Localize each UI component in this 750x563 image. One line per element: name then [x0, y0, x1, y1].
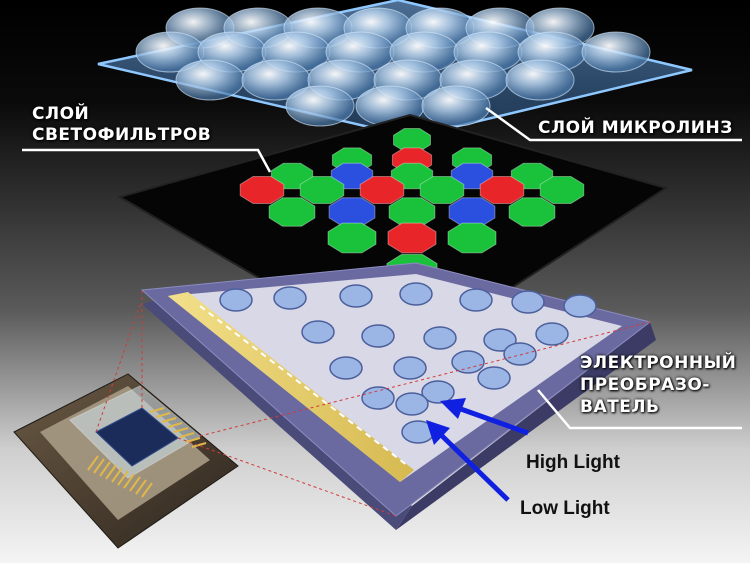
chip-pin — [179, 432, 195, 438]
microlens-layer-label: СЛОЙ МИКРОЛИНЗ — [538, 118, 733, 138]
color-filter-red — [479, 176, 525, 204]
photodiode — [301, 320, 335, 344]
color-filter-green — [388, 197, 436, 227]
chip-pin — [129, 476, 141, 492]
chip-pin — [117, 470, 129, 486]
microlens-array — [135, 7, 651, 127]
microlens — [421, 85, 491, 127]
leader-filter — [22, 148, 272, 173]
label-line: СЛОЙ — [32, 104, 90, 124]
photodiode — [421, 380, 455, 404]
chip-pin — [191, 442, 207, 448]
color-filter-blue — [328, 197, 376, 227]
low-light-arrow — [436, 430, 510, 502]
color-filter-green — [419, 176, 465, 204]
photodiode — [361, 386, 395, 410]
microlens — [175, 59, 245, 101]
converter-label: ЭЛЕКТРОННЫЙ ПРЕОБРАЗО- ВАТЕЛЬ — [580, 352, 736, 418]
color-filter-blue — [450, 162, 494, 190]
microlens — [285, 85, 355, 127]
photodiode — [219, 288, 253, 312]
chip-pin — [167, 422, 183, 428]
color-filter-green — [299, 176, 345, 204]
color-filter-green — [390, 162, 434, 190]
chip-pin — [111, 467, 123, 483]
label-line: ПРЕОБРАЗО- — [580, 375, 710, 395]
circuit-area — [168, 274, 622, 482]
label-line: СВЕТОФИЛЬТРОВ — [32, 125, 212, 145]
photodiode — [361, 324, 395, 348]
color-filter-red — [239, 176, 285, 204]
color-filter-red — [387, 222, 437, 254]
color-filter-green — [539, 176, 585, 204]
projection-lines — [95, 290, 651, 517]
microlens — [581, 31, 651, 73]
photodiode — [339, 284, 373, 308]
color-filter-blue — [330, 162, 374, 190]
color-filter-green — [447, 222, 497, 254]
electronic-converter — [140, 262, 656, 530]
label-line: ЭЛЕКТРОННЫЙ — [580, 353, 737, 373]
color-filter-green — [268, 197, 316, 227]
chip-pin — [173, 427, 189, 433]
chip-pin — [87, 455, 99, 471]
color-filter-layer-label: СЛОЙ СВЕТОФИЛЬТРОВ — [32, 104, 211, 146]
color-filter-green — [510, 162, 554, 190]
color-filter-green — [508, 197, 556, 227]
color-filter-green — [327, 222, 377, 254]
low-light-label: Low Light — [520, 498, 610, 519]
photodiode — [393, 356, 427, 380]
low-light-arrow-head — [426, 420, 450, 445]
chip-pin — [185, 437, 201, 443]
chip-pin — [99, 461, 111, 477]
chip-pin — [105, 464, 117, 480]
chip-pin — [161, 417, 177, 423]
photodiode-array — [219, 282, 597, 444]
chip-pin — [149, 407, 165, 413]
chip-pin — [155, 412, 171, 418]
gold-strip — [168, 292, 414, 482]
photodiode — [395, 392, 429, 416]
photodiode — [273, 286, 307, 310]
photodiode — [483, 328, 517, 352]
color-filter-green — [270, 162, 314, 190]
high-light-label: High Light — [526, 452, 620, 473]
high-light-arrow — [457, 405, 529, 436]
chip-pin — [123, 473, 135, 489]
photodiode — [503, 342, 537, 366]
microlens — [505, 59, 575, 101]
leader-converter — [537, 389, 742, 430]
photodiode — [563, 294, 597, 318]
chip-pin — [93, 458, 105, 474]
color-filter-red — [359, 176, 405, 204]
photodiode — [511, 290, 545, 314]
photodiode — [535, 322, 569, 346]
substrate-side — [142, 300, 412, 530]
chip-gold-pins — [87, 407, 207, 498]
substrate-side-right — [396, 322, 656, 530]
photodiode — [451, 350, 485, 374]
photodiode — [459, 288, 493, 312]
high-light-arrow-head — [440, 398, 466, 419]
photodiode — [477, 366, 511, 390]
chip-pin — [141, 482, 153, 498]
microlens-layer — [97, 0, 693, 139]
photodiode — [399, 282, 433, 306]
light-arrows — [426, 398, 529, 502]
photodiode — [423, 326, 457, 350]
leader-microlens — [485, 106, 742, 142]
chip-package — [13, 373, 239, 549]
color-filter-blue — [448, 197, 496, 227]
label-line: ВАТЕЛЬ — [580, 397, 660, 417]
photodiode — [329, 356, 363, 380]
chip-pin — [135, 479, 147, 495]
leader-lines — [22, 106, 742, 430]
